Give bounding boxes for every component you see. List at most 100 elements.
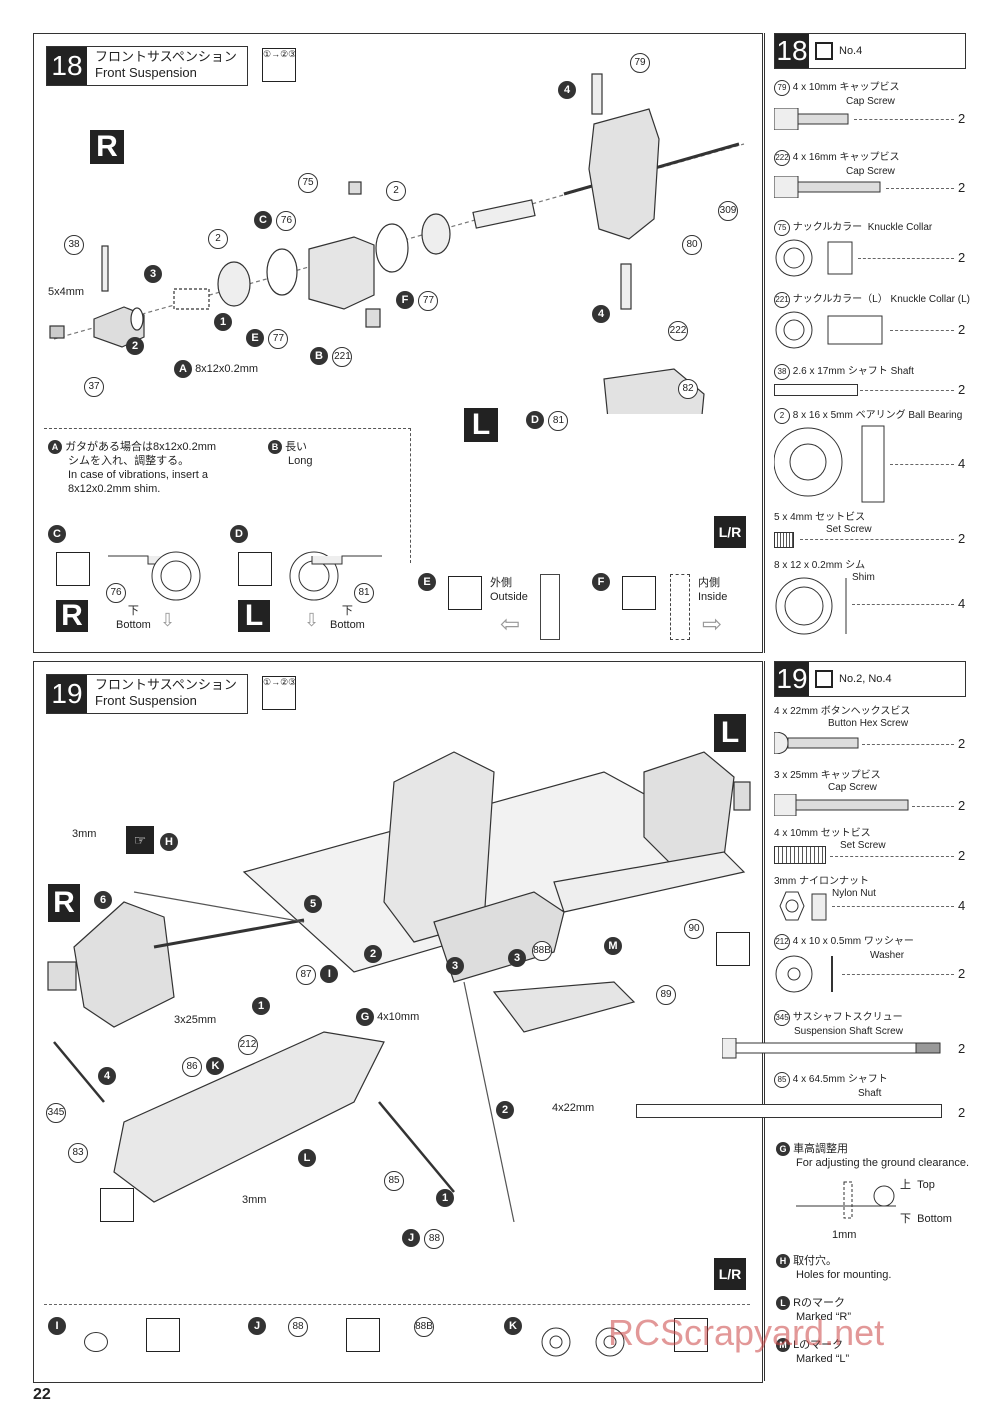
parts19-number: 19 — [775, 662, 809, 696]
note-d-label: D — [230, 524, 248, 543]
left-arrow-icon: ⇦ — [500, 611, 521, 638]
parts19-qty-shaft-screw: 2 — [958, 1041, 966, 1056]
qty-line — [862, 744, 954, 745]
bottom-label-k: K — [504, 1316, 522, 1335]
qty-line — [890, 330, 954, 331]
spacer-e-drawing — [540, 574, 560, 640]
knuckle-collar-r-drawing — [108, 551, 201, 601]
parts18-qty-222: 2 — [958, 180, 966, 195]
inward-arrow-icon — [100, 1188, 134, 1222]
cap-screw-3x25-drawing — [774, 794, 909, 816]
note-e-label: E — [418, 572, 436, 591]
note-g-top: 上 Top — [900, 1179, 935, 1191]
bottom-j-part-88: 88 — [288, 1316, 308, 1337]
set-screw-size-label: 5x4mm — [48, 286, 85, 298]
step-num-4-top: 4 — [558, 80, 576, 99]
bottom-i-bushing — [84, 1332, 108, 1352]
nut-size-3mm-bottom: 3mm — [242, 1194, 267, 1206]
inward-arrow-icon — [238, 552, 272, 586]
lr-mark: L/R — [714, 516, 746, 548]
long-cap-screw-drawing — [774, 176, 881, 198]
label-a-shim: A 8x12x0.2mm — [174, 360, 258, 378]
page-number: 22 — [33, 1386, 51, 1403]
parts19-item-nylon-nut: 3mm ナイロンナット Nylon Nut — [774, 876, 876, 899]
part-309-callout: 309 — [718, 200, 738, 221]
qty-line — [860, 390, 954, 391]
qty-line — [842, 974, 954, 975]
step19-title-jp: フロントサスペンション — [95, 677, 237, 692]
parts19-item-button-hex: 4 x 22mm ボタンヘックスビス Button Hex Screw — [774, 706, 911, 729]
left-side-mark: L — [714, 714, 746, 752]
qty-line — [852, 604, 954, 605]
note-c-part-76: 76 — [106, 582, 126, 603]
cap-screw-drawing — [774, 108, 849, 130]
parts18-item-38: 38 2.6 x 17mm シャフト Shaft — [774, 364, 974, 380]
parts18-item-2: 2 8 x 16 x 5mm ベアリング Ball Bearing — [774, 408, 974, 424]
qty-line — [832, 906, 954, 907]
label-l: L — [298, 1148, 316, 1167]
parts19-qty-nylon-nut: 4 — [958, 898, 966, 913]
step-num-4: 4 — [98, 1066, 116, 1085]
step19-number: 19 — [47, 675, 87, 713]
step-num-3: 3 — [144, 264, 162, 283]
bottom-label-i: I — [48, 1316, 66, 1335]
note-c-side-r: R — [56, 599, 88, 632]
hand-point-icon: ☞ — [126, 826, 154, 854]
note-m: M Lのマーク Marked “L” — [776, 1338, 976, 1366]
knuckle-collar-long-drawing — [775, 311, 883, 349]
step19-title: フロントサスペンション Front Suspension — [87, 675, 245, 713]
ball-bearing-drawing — [774, 425, 885, 503]
parts19-qty-set-screw: 2 — [958, 848, 966, 863]
part-83-callout: 83 — [68, 1142, 88, 1163]
sequence-icon: ①→②③ — [262, 676, 296, 710]
note-c-label: C — [48, 524, 66, 543]
qty-line — [890, 464, 954, 465]
note-a: A ガタがある場合は8x12x0.2mm シムを入れ、調整する。 In case… — [48, 440, 248, 496]
washer-drawing — [775, 955, 833, 993]
part-88B-callout: 88B — [532, 940, 552, 961]
parts18-item-222: 222 4 x 16mm キャップビス Cap Screw — [774, 150, 900, 177]
note-g: G 車高調整用 For adjusting the ground clearan… — [776, 1142, 976, 1170]
part-90-callout: 90 — [684, 918, 704, 939]
qty-line — [858, 258, 954, 259]
parts18-header: 18 No.4 — [774, 33, 966, 69]
label-b-part-221: B 221 — [310, 346, 353, 367]
parts19-bag: No.2, No.4 — [809, 662, 898, 696]
qty-line — [854, 119, 954, 120]
front-suspension-exploded-diagram — [49, 73, 745, 414]
step18-title-en: Front Suspension — [95, 65, 197, 80]
part-2-callout-b: 2 — [208, 228, 228, 249]
part-38-callout: 38 — [64, 234, 84, 255]
note-g-bottom: 下 Bottom — [900, 1213, 952, 1225]
parts19-qty-washer: 2 — [958, 966, 966, 981]
part-37-callout: 37 — [84, 376, 104, 397]
nut-size-3mm-top: 3mm — [72, 828, 97, 840]
part-82-callout: 82 — [678, 378, 698, 399]
label-d-part-81: D 81 — [526, 410, 569, 431]
label-f-part-77: F 77 — [396, 290, 439, 311]
step-num-5: 5 — [304, 894, 322, 913]
inward-arrow-icon — [448, 576, 482, 610]
parts19-item-shaft: 85 4 x 64.5mm シャフト Shaft — [774, 1072, 974, 1100]
parts18-item-221: 221 ナックルカラー（L） Knuckle Collar (L) — [774, 292, 974, 308]
note-d-side-l: L — [238, 599, 270, 632]
parts18-item-79: 79 4 x 10mm キャップビス Cap Screw — [774, 80, 974, 108]
note-f-label: F — [592, 572, 610, 591]
parts19-qty-cap-screw: 2 — [958, 798, 966, 813]
step19-panel: 19 フロントサスペンション Front Suspension ①→②③ L R… — [33, 661, 763, 1383]
parts18-qty-set-screw: 2 — [958, 531, 966, 546]
part-222-callout: 222 — [668, 320, 688, 341]
step-num-2-a: 2 — [364, 944, 382, 963]
step19-header: 19 フロントサスペンション Front Suspension — [46, 674, 248, 714]
parts19-header: 19 No.2, No.4 — [774, 661, 966, 697]
right-arrow-icon: ⇨ — [702, 611, 723, 638]
step-num-3-b: 3 — [508, 948, 526, 967]
note-l: L Rのマーク Marked “R” — [776, 1296, 976, 1324]
cap-screw-size-3x25: 3x25mm — [174, 1014, 217, 1026]
parts19-qty-button-hex: 2 — [958, 736, 966, 751]
part-345-callout: 345 — [46, 1102, 66, 1123]
down-arrow-icon: ⇩ — [160, 610, 176, 630]
